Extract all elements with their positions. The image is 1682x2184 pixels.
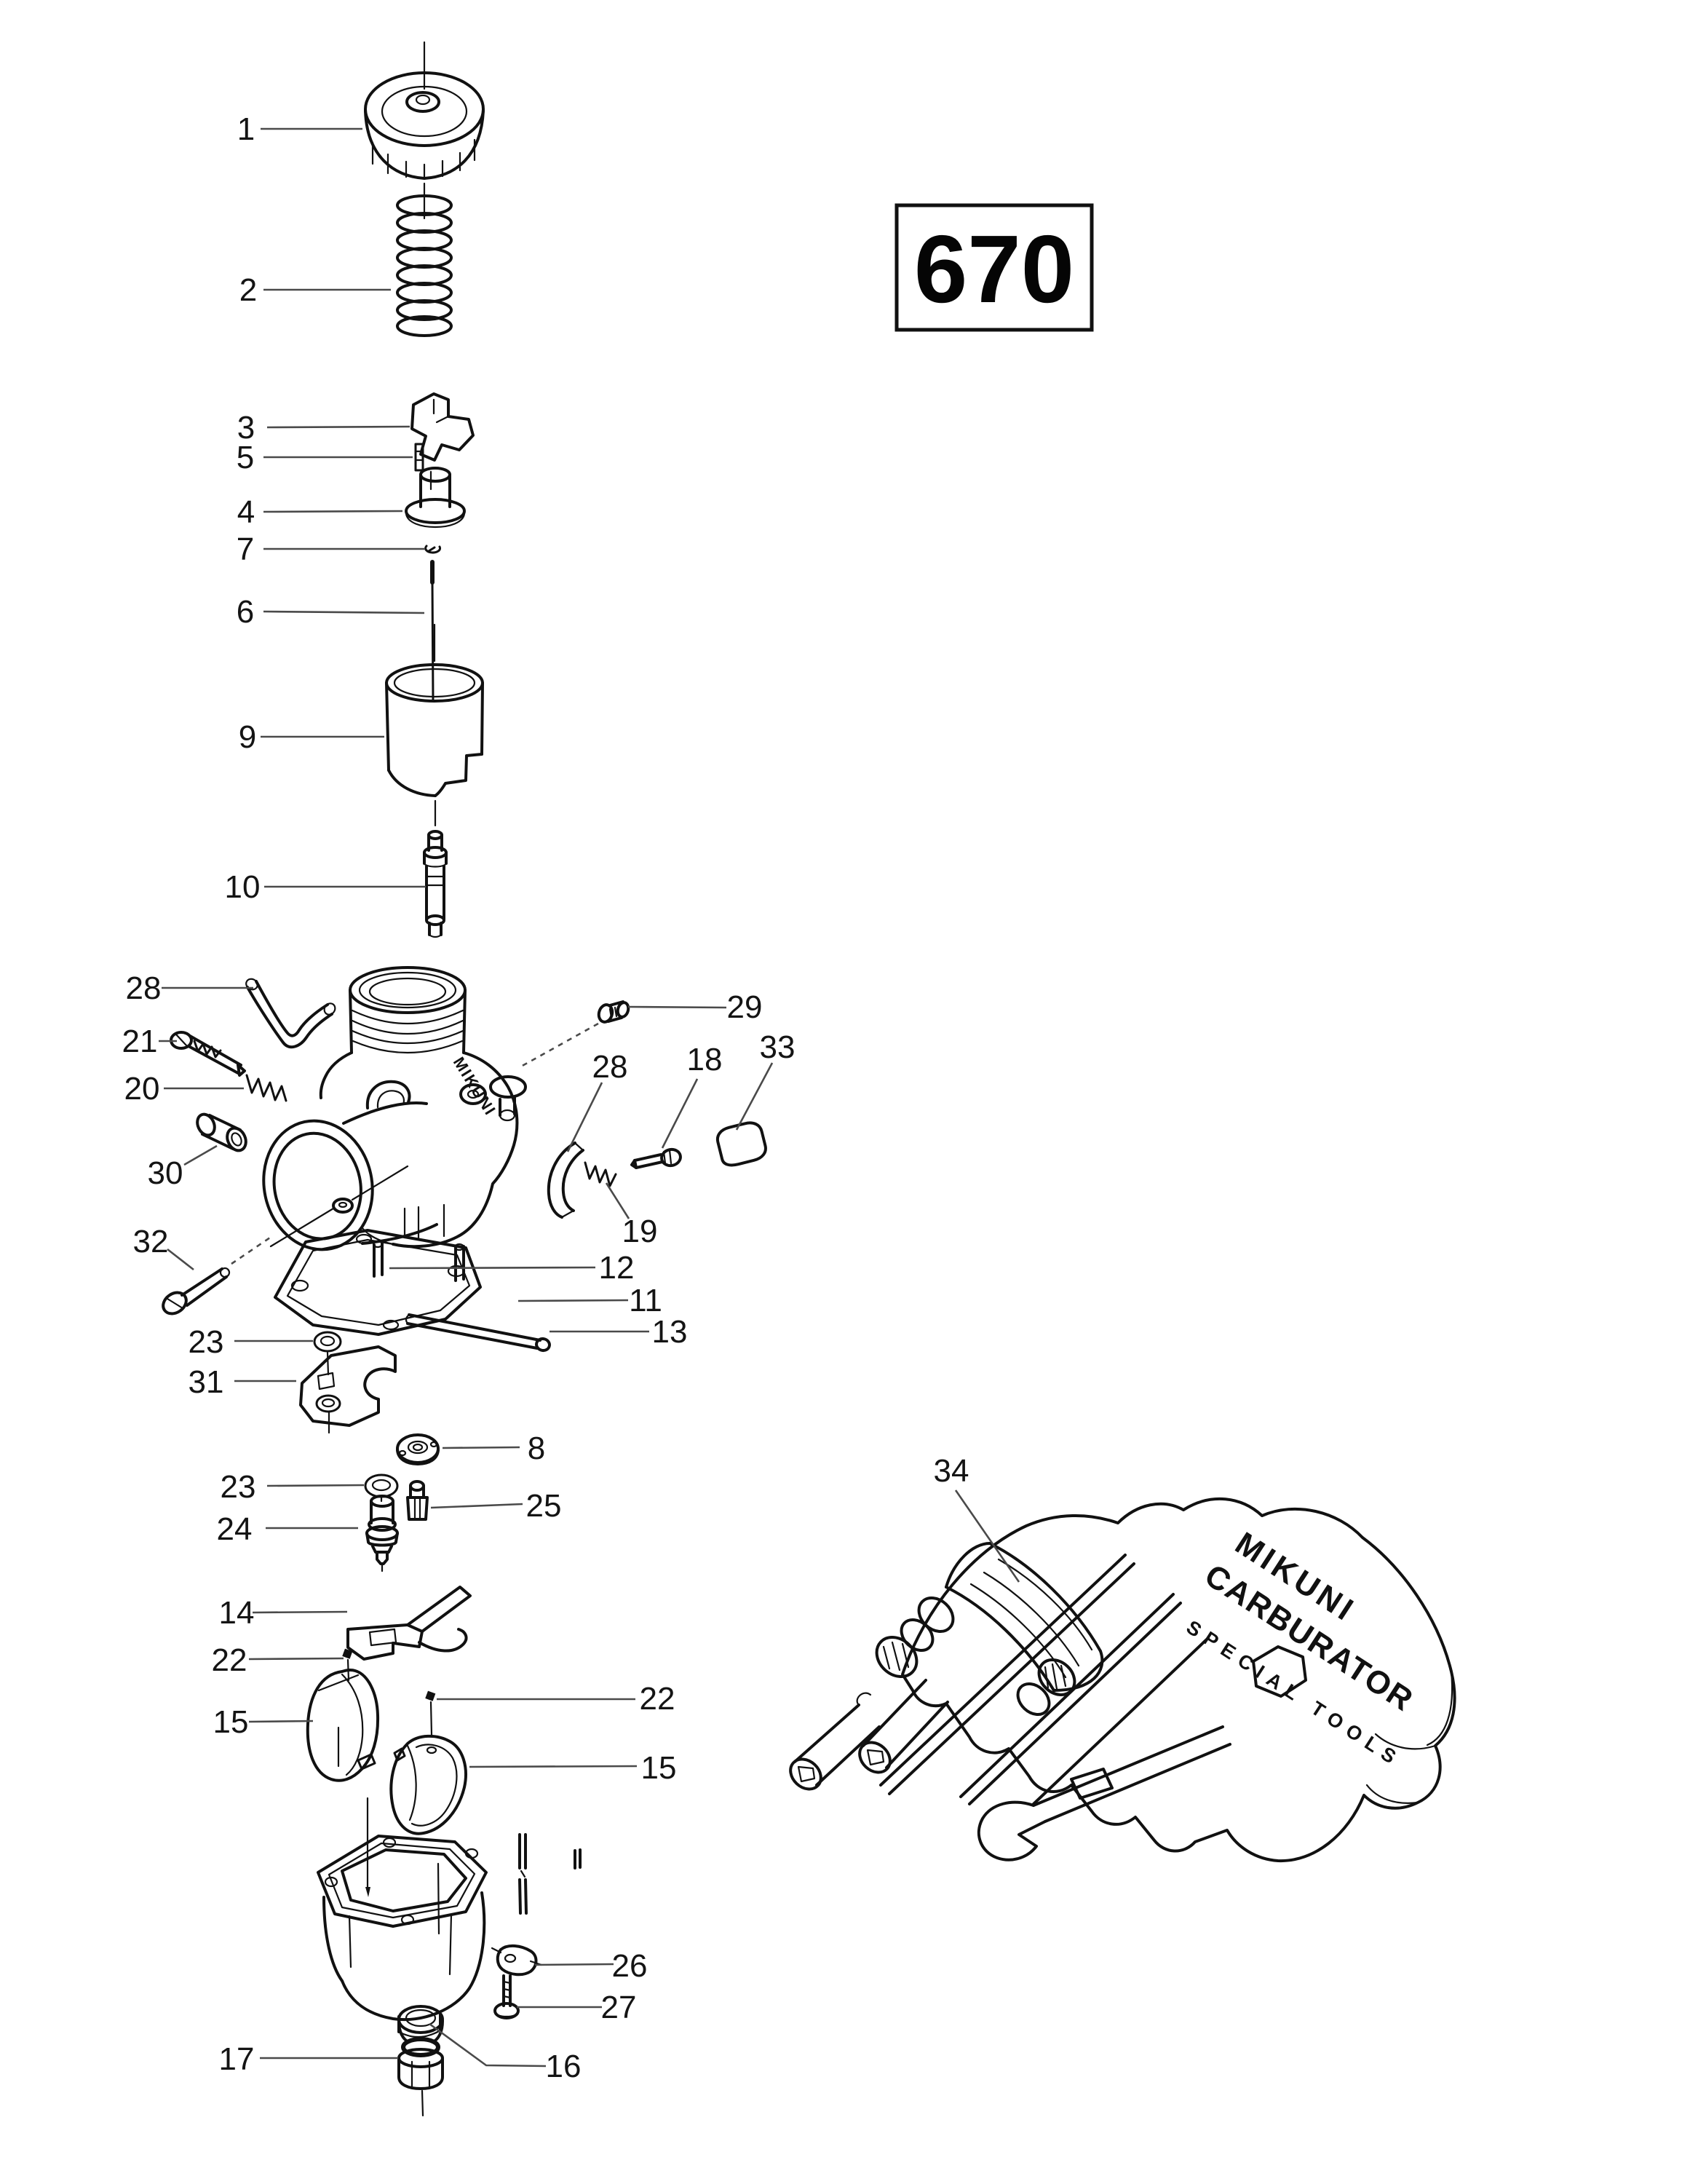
part-28-vent-hose [245,978,336,1049]
callout-30: 30 [148,1155,183,1191]
callout-6: 6 [237,594,254,630]
callout-28-left: 28 [126,970,162,1006]
callout-17: 17 [219,2041,255,2077]
part-29-plug [519,1000,630,1069]
callout-25: 25 [526,1488,562,1524]
leader-lines [159,127,1020,2068]
callout-13: 13 [652,1314,688,1350]
part-22-screw-right [425,1690,436,1736]
callout-23-upper: 23 [189,1324,224,1360]
callout-26: 26 [612,1948,648,1984]
callout-12: 12 [599,1250,635,1286]
callout-33: 33 [760,1029,796,1065]
part-21-screw [170,1031,246,1077]
callout-10: 10 [225,869,261,905]
carb-brand-text: MIKUNI [450,1053,500,1119]
part-32-bolt [162,1235,273,1315]
part-13-pin [405,1313,551,1353]
callout-5: 5 [237,440,254,475]
callout-16: 16 [546,2049,582,2084]
carburetor-body: MIKUNI [262,966,527,1251]
callout-20: 20 [124,1071,160,1107]
part-11-gasket [274,1229,482,1336]
part-28-gasket-arc [547,1142,584,1219]
part-24-needle-valve [365,1495,399,1572]
callout-22-right: 22 [640,1681,675,1717]
callout-18: 18 [687,1042,723,1077]
callout-2: 2 [239,272,257,308]
callout-27: 27 [601,1990,637,2025]
callout-9: 9 [239,719,256,755]
callout-21: 21 [122,1024,158,1059]
callout-15-right: 15 [641,1750,677,1786]
part-17-drain-plug [397,2005,444,2117]
callout-3: 3 [237,410,255,446]
callout-4: 4 [237,494,255,530]
part-31-bracket [299,1345,397,1434]
tool-kit: MIKUNI CARBURATOR SPECIAL TOOLS [789,1497,1456,1863]
part-25-valve-seat [406,1480,429,1521]
part-20-spring [245,1074,287,1102]
part-4-needle-retainer [405,467,466,529]
float-bowl [317,1797,488,2038]
part-3-cable-bracket [410,392,475,462]
part-1-cap [364,41,485,197]
callout-14: 14 [219,1595,255,1631]
callout-24: 24 [217,1511,253,1547]
part-30-sleeve [196,1112,247,1152]
callout-32: 32 [133,1224,169,1259]
part-14-float-bracket [346,1586,472,1661]
figure-number-badge: 670 [894,203,1094,332]
part-7-clip [424,545,442,554]
figure-number-text: 670 [914,215,1074,323]
part-10-needle-jet [423,830,448,938]
callout-8: 8 [528,1431,545,1466]
part-12-pins [372,1240,465,1282]
part-5-pin [414,443,424,472]
callout-11: 11 [629,1283,662,1318]
part-18-screw [630,1147,682,1169]
part-15-float-right [389,1734,467,1835]
callout-31: 31 [189,1364,224,1400]
callout-15-left: 15 [213,1704,249,1740]
callout-34: 34 [934,1453,969,1489]
part-23-oring-upper [313,1331,342,1376]
callout-28-right: 28 [592,1049,628,1085]
part-15-float-left [306,1668,380,1782]
callout-22-left: 22 [212,1642,247,1678]
part-9-throttle-slide [385,623,484,827]
part-27-screw [493,1974,520,2019]
part-6-needle [430,560,435,702]
part-2-spring [396,194,453,337]
callout-23-lower: 23 [221,1469,256,1505]
part-33-cap [715,1121,767,1167]
callout-29: 29 [727,989,763,1025]
callout-19: 19 [622,1214,658,1249]
part-26-float-lever [491,1833,582,1977]
part-8-nut [396,1433,440,1465]
callout-labels: 1 2 3 5 4 7 6 9 10 28 21 20 29 28 18 33 … [122,111,969,2084]
callout-1: 1 [237,111,255,147]
callout-7: 7 [237,531,254,567]
part-19-spring [584,1161,617,1187]
